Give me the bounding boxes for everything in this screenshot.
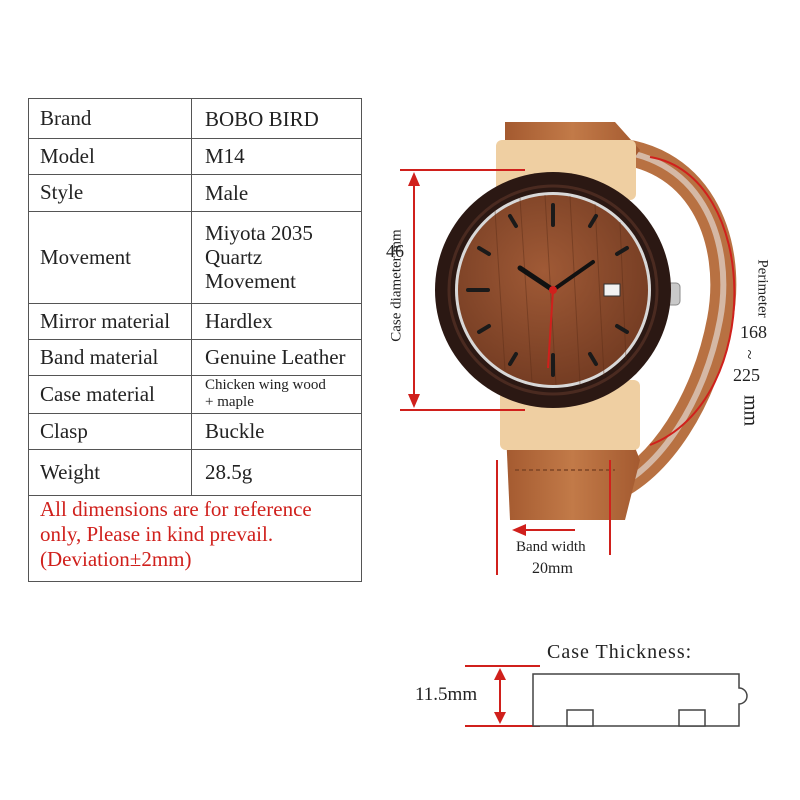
spec-row-weight: Weight 28.5g: [29, 449, 361, 496]
case-profile: [532, 673, 748, 727]
spec-value: Male: [205, 180, 249, 205]
spec-value: Chicken wing wood+ maple: [192, 375, 361, 413]
perimeter-unit: mm: [739, 394, 762, 427]
case-diameter-label: Case diameter mm: [388, 229, 405, 342]
band-width-arrow: [496, 460, 611, 575]
band-width-label: Band width: [516, 539, 586, 555]
spec-value: M14: [205, 144, 245, 168]
spec-row-style: Style Male: [29, 174, 361, 212]
spec-label: Model: [29, 138, 192, 174]
note-line: (Deviation±2mm): [40, 547, 192, 571]
perimeter-label: Perimeter: [754, 259, 771, 318]
hour-hand: [517, 265, 556, 293]
value-line: Movement: [205, 269, 296, 293]
spec-value: 28.5g: [205, 460, 253, 484]
case-thickness-title: Case Thickness:: [547, 641, 693, 663]
spec-row-clasp: Clasp Buckle: [29, 413, 361, 450]
case-foot-right: [678, 709, 706, 727]
value-line: Chicken wing wood: [205, 377, 326, 393]
perimeter-separator: ~: [739, 349, 760, 360]
spec-row-case-material: Case material Chicken wing wood+ maple: [29, 375, 361, 414]
spec-label: Case material: [29, 375, 192, 413]
reference-note: All dimensions are for reference only, P…: [29, 495, 361, 581]
value-line: + maple: [205, 394, 254, 410]
spec-value: BOBO BIRD: [205, 106, 319, 131]
perimeter-arc: [649, 156, 736, 446]
spec-value: Hardlex: [205, 309, 273, 333]
note-line: All dimensions are for reference: [40, 497, 312, 521]
watch-illustration: [400, 122, 737, 575]
spec-label: Clasp: [29, 413, 192, 449]
spec-label: Weight: [29, 449, 192, 495]
case-thickness-diagram: [465, 665, 748, 727]
spec-label: Band material: [29, 339, 192, 375]
case-foot-left: [566, 709, 594, 727]
value-line: Miyota 2035: [205, 221, 313, 245]
case-diameter-value: 46: [386, 241, 404, 261]
second-hand: [547, 289, 554, 369]
spec-row-mirror-material: Mirror material Hardlex: [29, 303, 361, 340]
spec-label: Style: [29, 174, 192, 211]
spec-value: Buckle: [205, 419, 265, 443]
spec-label: Brand: [29, 99, 192, 138]
spec-table: Brand BOBO BIRD Model M14 Style Male Mov…: [28, 98, 362, 582]
value-line: Quartz: [205, 245, 263, 269]
spec-row-model: Model M14: [29, 138, 361, 175]
case-diameter-arrow: [400, 169, 525, 411]
perimeter-min: 168: [740, 322, 767, 342]
note-line: only, Please in kind prevail.: [40, 522, 274, 546]
minute-hand: [551, 260, 595, 292]
spec-value: Genuine Leather: [205, 345, 346, 369]
case-thickness-value: 11.5mm: [415, 684, 478, 705]
spec-row-band-material: Band material Genuine Leather: [29, 339, 361, 376]
spec-label: Movement: [29, 211, 192, 303]
date-window: [603, 283, 621, 297]
hour-markers: [466, 203, 629, 377]
spec-label: Mirror material: [29, 303, 192, 339]
spec-row-brand: Brand BOBO BIRD: [29, 99, 361, 139]
perimeter-max: 225: [733, 365, 760, 385]
band-width-value: 20mm: [532, 560, 573, 577]
